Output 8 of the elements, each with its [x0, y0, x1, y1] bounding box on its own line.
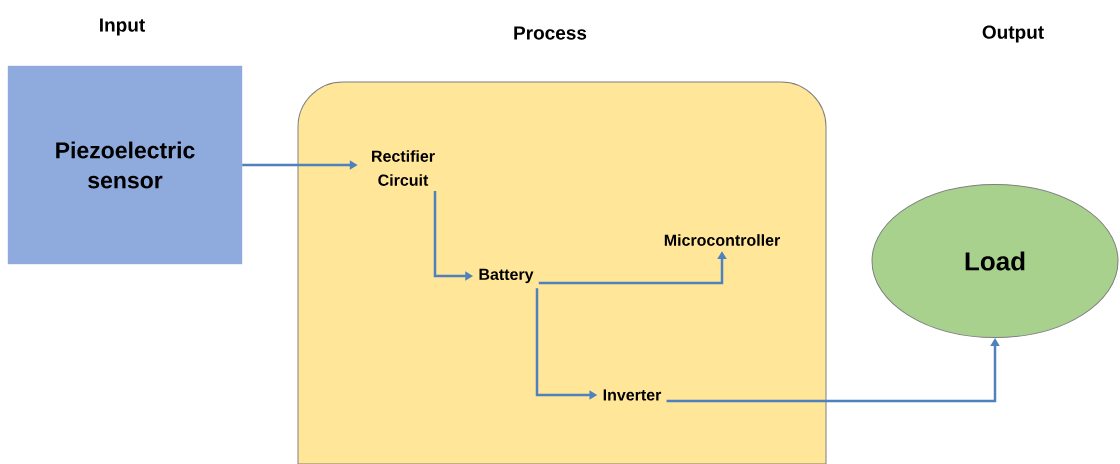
column-heading: Process [514, 26, 587, 40]
stage-label: Battery [479, 268, 534, 284]
column-heading: Output [982, 25, 1044, 43]
column-heading: Input [100, 18, 145, 36]
sensor-box: Piezoelectric sensor [7, 65, 243, 265]
stage-label: Microcontroller [664, 234, 780, 246]
stage-label: Inverter [603, 389, 662, 401]
stage-label: Rectifier Circuit [372, 150, 435, 186]
